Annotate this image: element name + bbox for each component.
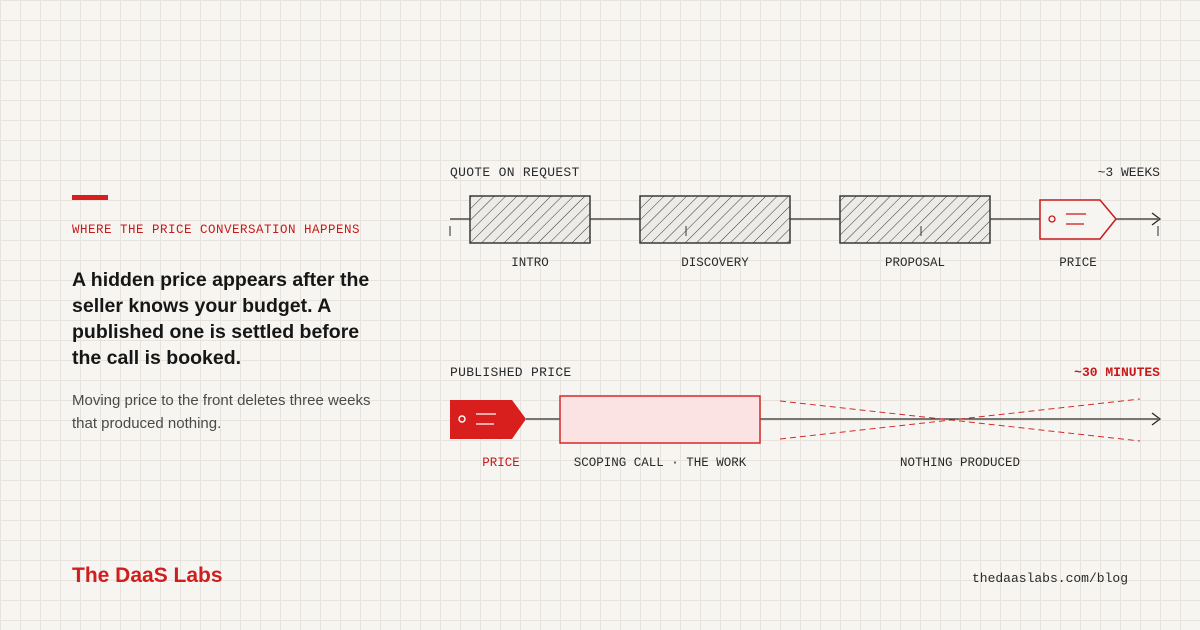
footer-url: thedaaslabs.com/blog — [971, 571, 1128, 586]
stage-discovery-box — [639, 195, 791, 244]
quote-arrow-icon — [1151, 212, 1162, 226]
published-row-title: PUBLISHED PRICE — [450, 365, 572, 380]
nothing-produced-label: NOTHING PRODUCED — [900, 456, 1020, 470]
subtext: Moving price to the front deletes three … — [72, 392, 371, 432]
published-price-row: PUBLISHED PRICE ~30 MINUTES PRICE SCOPIN… — [450, 365, 1162, 470]
published-arrow-icon — [1151, 412, 1162, 426]
scoping-work-label: SCOPING CALL · THE WORK — [574, 456, 747, 470]
nothing-produced-cross — [779, 398, 1141, 442]
scoping-work-box — [559, 395, 761, 444]
quote-row-duration: ~3 WEEKS — [1098, 165, 1161, 180]
accent-bar — [72, 195, 108, 200]
price-tag-filled-icon — [450, 400, 526, 439]
quote-price-label: PRICE — [1059, 256, 1097, 270]
eyebrow-label: WHERE THE PRICE CONVERSATION HAPPENS — [72, 223, 361, 237]
published-price-label: PRICE — [482, 456, 520, 470]
brand-logo: The DaaS Labs — [72, 564, 223, 587]
stage-intro-label: INTRO — [511, 256, 549, 270]
stage-intro-box — [469, 195, 591, 244]
stage-proposal-label: PROPOSAL — [885, 256, 945, 270]
price-tag-icon — [1039, 199, 1117, 240]
quote-on-request-row: QUOTE ON REQUEST ~3 WEEKS INTRO DISCOVER… — [449, 165, 1162, 270]
published-row-duration: ~30 MINUTES — [1074, 365, 1160, 380]
quote-row-title: QUOTE ON REQUEST — [450, 165, 580, 180]
headline: A hidden price appears after the seller … — [72, 269, 370, 369]
stage-discovery-label: DISCOVERY — [681, 256, 749, 270]
stage-proposal-box — [839, 195, 991, 244]
